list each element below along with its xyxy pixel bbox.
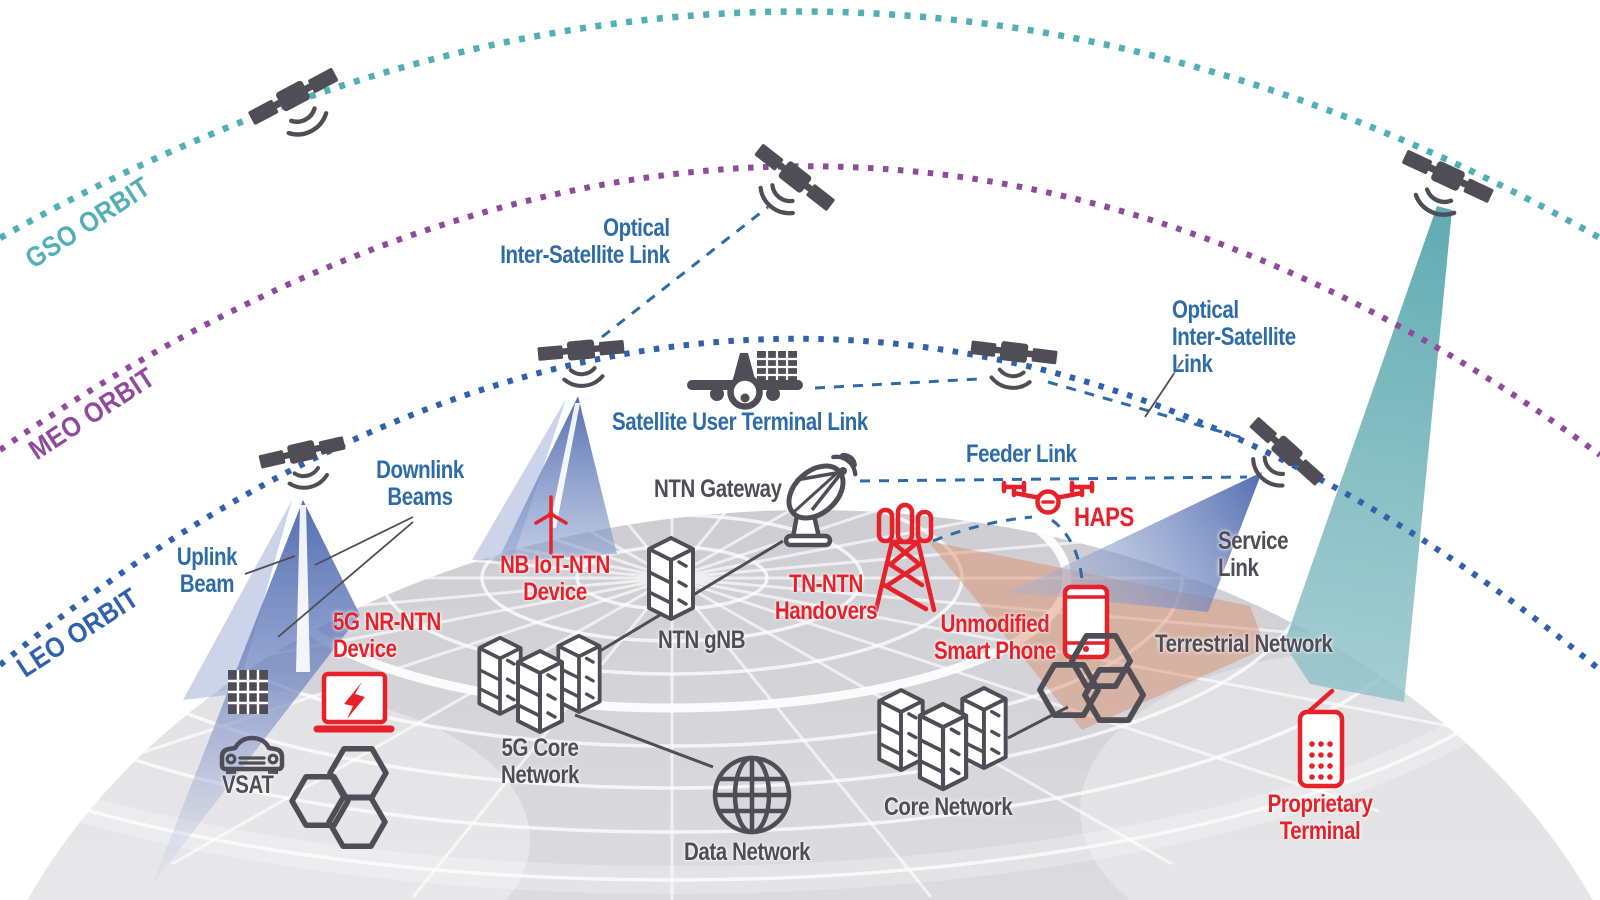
gso-orbit-arc xyxy=(0,8,1600,241)
nb-iot-turbine-icon xyxy=(534,495,568,555)
satellites xyxy=(246,64,1495,508)
vsat-panel-icon xyxy=(228,670,268,714)
tn-cell-tower-icon xyxy=(873,502,937,613)
airplane-icon xyxy=(687,351,803,410)
uplink-beam-stripe-left xyxy=(296,505,310,672)
ntn-gateway-dish-icon xyxy=(783,453,858,548)
label-haps: HAPS xyxy=(1074,502,1134,532)
leo-satellite-left xyxy=(258,433,352,497)
core5g-datanetwork-line xyxy=(574,713,714,769)
label-terrestrial-network: Terrestrial Network xyxy=(1155,630,1333,658)
lightning-icon xyxy=(344,682,365,719)
downlink-pointer-2 xyxy=(277,521,414,638)
optical-isl-link-right xyxy=(1047,380,1244,440)
haps-icon xyxy=(1001,480,1095,515)
downlink-beam-left-side xyxy=(183,500,292,700)
uplink-beam-stripe-center xyxy=(549,403,580,528)
downlink-beam-center-side xyxy=(472,399,566,561)
meo-satellite xyxy=(735,141,837,236)
downlink-pointer-1 xyxy=(314,516,414,566)
label-data-network: Data Network xyxy=(684,838,811,866)
meo-orbit-arc xyxy=(0,163,1600,458)
vsat-car-icon xyxy=(219,735,285,774)
optical-isl-link-left xyxy=(601,205,769,339)
corenetwork-terrestrial-line xyxy=(1007,705,1069,740)
label-ntn-gateway: NTN Gateway xyxy=(654,475,782,503)
feeder-link-line xyxy=(859,475,1248,483)
smartphone-icon xyxy=(1062,584,1110,660)
label-vsat: VSAT xyxy=(222,771,274,799)
label-core-network: Core Network xyxy=(884,793,1013,821)
gso-beam xyxy=(1284,206,1452,702)
isl-right-pointer xyxy=(1144,359,1184,418)
data-network-globe-icon xyxy=(712,755,792,835)
haps-phone-link xyxy=(1051,518,1084,581)
service-link-beam xyxy=(1010,472,1262,612)
nr-ntn-laptop-icon xyxy=(313,671,395,733)
satellite-user-terminal-link-line xyxy=(814,377,979,390)
downlink-beam-center xyxy=(497,396,617,562)
uplink-pointer xyxy=(244,555,296,575)
label-ntn-gnb: NTN gNB xyxy=(658,626,746,654)
proprietary-terminal-icon xyxy=(1297,688,1345,789)
label-feeder-link: Feeder Link xyxy=(966,440,1077,468)
label-satellite-user-terminal-link: Satellite User Terminal Link xyxy=(612,408,868,436)
ntn-gnb-server-icon xyxy=(647,536,695,621)
pointer-lines xyxy=(244,359,1184,638)
gso-satellite-left xyxy=(246,64,353,153)
